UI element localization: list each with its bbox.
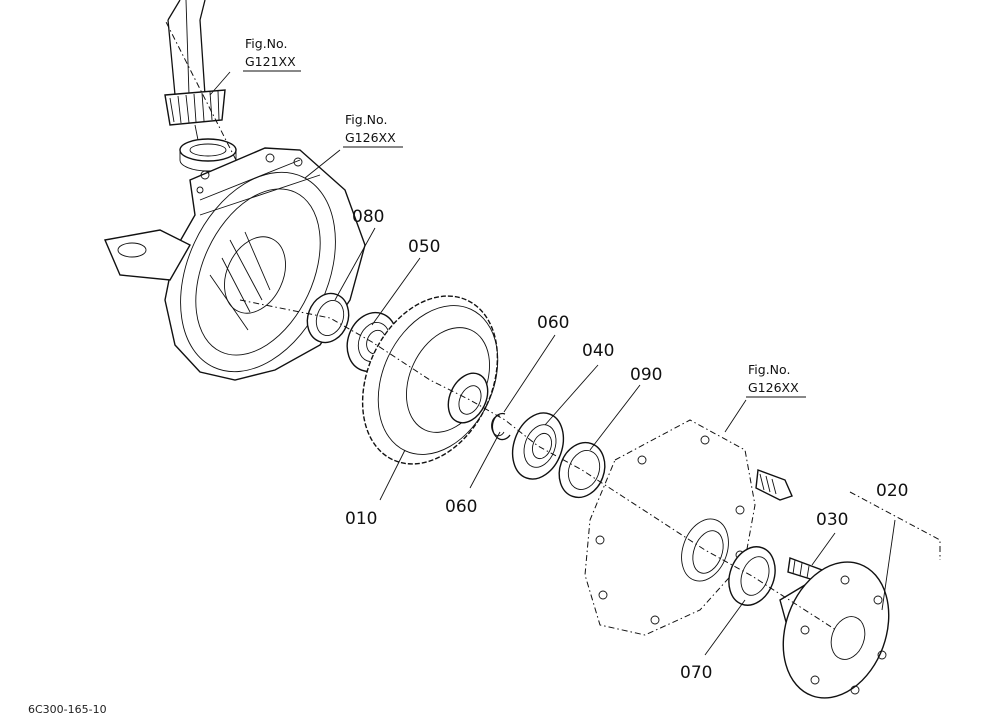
part-020-axle-hub <box>779 561 890 699</box>
part-070-oil-seal <box>728 546 776 606</box>
callout-060-lower[interactable]: 060 <box>445 497 477 517</box>
fig-ref-g126xx-housing[interactable]: Fig.No. G126XX <box>343 112 403 148</box>
part-010-bevel-gear <box>361 295 499 465</box>
fig-ref-code: G126XX <box>748 380 799 395</box>
callout-010[interactable]: 010 <box>345 509 377 529</box>
callout-040[interactable]: 040 <box>582 341 614 361</box>
drive-shaft <box>167 0 206 96</box>
callout-080[interactable]: 080 <box>352 207 384 227</box>
leader-lines <box>209 71 941 656</box>
fig-ref-code: G121XX <box>245 54 296 69</box>
fig-ref-label: Fig.No. <box>245 36 287 51</box>
fig-ref-code: G126XX <box>345 130 396 145</box>
callout-020[interactable]: 020 <box>876 481 908 501</box>
cover-bolt <box>755 469 793 501</box>
part-080-oil-seal <box>306 292 350 344</box>
fig-ref-g121xx[interactable]: Fig.No. G121XX <box>243 36 301 72</box>
part-040-ball-bearing <box>511 412 565 480</box>
gear-case-housing <box>104 147 366 381</box>
callout-060-upper[interactable]: 060 <box>537 313 569 333</box>
fig-ref-label: Fig.No. <box>748 362 790 377</box>
fig-ref-label: Fig.No. <box>345 112 387 127</box>
bevel-pinion <box>164 89 226 141</box>
drawing-code: 6C300-165-10 <box>28 703 107 716</box>
part-090-oil-seal <box>558 441 606 499</box>
part-060-snap-ring <box>491 412 511 441</box>
callout-070[interactable]: 070 <box>680 663 712 683</box>
fig-ref-g126xx-cover[interactable]: Fig.No. G126XX <box>746 362 806 398</box>
callout-050[interactable]: 050 <box>408 237 440 257</box>
callout-090[interactable]: 090 <box>630 365 662 385</box>
gear-case-cover <box>584 419 756 636</box>
callout-030[interactable]: 030 <box>816 510 848 530</box>
